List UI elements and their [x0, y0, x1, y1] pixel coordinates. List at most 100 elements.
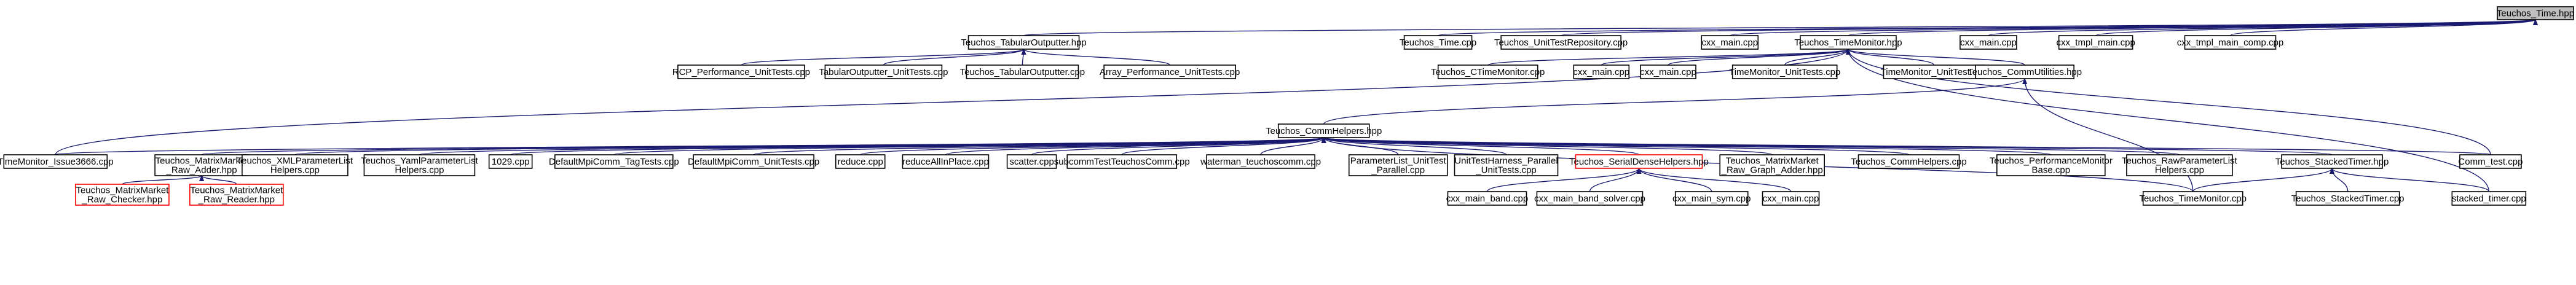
- node-box-mm_raw_adder[interactable]: [154, 154, 249, 176]
- node-serialdense[interactable]: Teuchos_SerialDenseHelpers.hpp: [1569, 154, 1709, 169]
- node-timemonitor_unit1[interactable]: TimeMonitor_UnitTests.cpp: [1729, 64, 1840, 79]
- node-box-timemonitor_hpp[interactable]: [1800, 35, 1897, 50]
- node-subcomm[interactable]: subcommTestTeuchosComm.cpp: [1054, 154, 1190, 169]
- node-box-cxx_main_c[interactable]: [1573, 64, 1630, 79]
- node-box-timemonitor_cpp[interactable]: [2142, 191, 2243, 206]
- node-timemonitor_hpp[interactable]: Teuchos_TimeMonitor.hpp: [1794, 35, 1902, 50]
- node-box-mm_raw_reader[interactable]: [189, 184, 284, 206]
- node-box-cxx_main_sym[interactable]: [1674, 191, 1749, 206]
- node-scatter[interactable]: scatter.cpp: [1006, 154, 1057, 169]
- node-box-commutilities[interactable]: [1975, 64, 2074, 79]
- node-tabular_cpp[interactable]: Teuchos_TabularOutputter.cpp: [960, 64, 1085, 79]
- node-box-time_hpp[interactable]: [2497, 6, 2574, 20]
- node-mm_raw_checker[interactable]: Teuchos_MatrixMarket_Raw_Checker.hpp: [75, 184, 170, 206]
- node-time_hpp[interactable]: Teuchos_Time.hpp: [2497, 6, 2574, 20]
- node-box-subcomm[interactable]: [1066, 154, 1178, 169]
- node-box-cxx_main_band_solver[interactable]: [1536, 191, 1644, 206]
- node-cxx_main_sym[interactable]: cxx_main_sym.cpp: [1672, 191, 1751, 206]
- node-box-tabular_unittests[interactable]: [824, 64, 943, 79]
- node-box-issue3666[interactable]: [3, 154, 108, 169]
- node-box-stackedtimer_hpp[interactable]: [2281, 154, 2383, 169]
- node-mm_graph_adder[interactable]: Teuchos_MatrixMarket_Raw_Graph_Adder.hpp: [1719, 154, 1826, 176]
- node-box-tabular_cpp[interactable]: [966, 64, 1079, 79]
- node-box-rawparam[interactable]: [2126, 154, 2233, 176]
- node-defmpi_unit[interactable]: DefaultMpiComm_UnitTests.cpp: [688, 154, 819, 169]
- node-box-cxx_main_d[interactable]: [1640, 64, 1696, 79]
- node-box-waterman[interactable]: [1206, 154, 1315, 169]
- node-cxx_main_a[interactable]: cxx_main.cpp: [1701, 35, 1759, 50]
- node-box-cxx_main_a[interactable]: [1701, 35, 1759, 50]
- node-box-paramlist_unit[interactable]: [1348, 154, 1448, 176]
- node-timemonitor_unit2[interactable]: TimeMonitor_UnitTest.cpp: [1881, 64, 1988, 79]
- node-box-tabular_hpp[interactable]: [967, 35, 1080, 50]
- node-box-array_perf[interactable]: [1103, 64, 1236, 79]
- node-box-commhelpers_cpp[interactable]: [1857, 154, 1960, 169]
- node-timemonitor_cpp[interactable]: Teuchos_TimeMonitor.cpp: [2139, 191, 2247, 206]
- node-box-stacked_timer[interactable]: [2451, 191, 2527, 206]
- node-reduceallinplace[interactable]: reduceAllInPlace.cpp: [902, 154, 990, 169]
- node-box-time_cpp[interactable]: [1403, 35, 1473, 50]
- node-tabular_unittests[interactable]: TabularOutputter_UnitTests.cpp: [819, 64, 948, 79]
- node-comm_test[interactable]: Comm_test.cpp: [2458, 154, 2523, 169]
- node-tabular_hpp[interactable]: Teuchos_TabularOutputter.hpp: [961, 35, 1087, 50]
- node-box-cxx_main_b[interactable]: [1960, 35, 2017, 50]
- node-box-defmpi_unit[interactable]: [693, 154, 814, 169]
- node-unittest_repo[interactable]: Teuchos_UnitTestRepository.cpp: [1494, 35, 1628, 50]
- node-cxx_main_band[interactable]: cxx_main_band.cpp: [1446, 191, 1528, 206]
- node-box-mm_raw_checker[interactable]: [75, 184, 170, 206]
- node-box-mm_graph_adder[interactable]: [1719, 154, 1826, 176]
- node-box-stackedtimer_cpp[interactable]: [2295, 191, 2400, 206]
- node-box-cxx_tmpl_main[interactable]: [2058, 35, 2133, 50]
- node-ctimemonitor[interactable]: Teuchos_CTimeMonitor.cpp: [1431, 64, 1545, 79]
- node-box-perfmon_base[interactable]: [1996, 154, 2106, 176]
- node-box-defmpi_tag[interactable]: [554, 154, 674, 169]
- node-box-rcp_perf[interactable]: [677, 64, 805, 79]
- node-box-yaml_param[interactable]: [363, 154, 476, 176]
- node-label-xml_param-1: Helpers.cpp: [270, 165, 320, 176]
- node-stackedtimer_hpp[interactable]: Teuchos_StackedTimer.hpp: [2275, 154, 2389, 169]
- node-box-n1029[interactable]: [488, 154, 533, 169]
- node-box-commhelpers_hpp[interactable]: [1277, 123, 1370, 138]
- node-array_perf[interactable]: Array_Performance_UnitTests.cpp: [1100, 64, 1240, 79]
- node-mm_raw_reader[interactable]: Teuchos_MatrixMarket_Raw_Reader.hpp: [189, 184, 284, 206]
- node-commhelpers_hpp[interactable]: Teuchos_CommHelpers.hpp: [1266, 123, 1382, 138]
- node-waterman[interactable]: waterman_teuchoscomm.cpp: [1200, 154, 1321, 169]
- node-cxx_main_band_solver[interactable]: cxx_main_band_solver.cpp: [1534, 191, 1645, 206]
- node-cxx_main_d[interactable]: cxx_main.cpp: [1640, 64, 1696, 79]
- node-mm_raw_adder[interactable]: Teuchos_MatrixMarket_Raw_Adder.hpp: [154, 154, 249, 176]
- node-harness_par[interactable]: UnitTestHarness_Parallel_UnitTests.cpp: [1454, 154, 1559, 176]
- node-box-serialdense[interactable]: [1575, 154, 1703, 169]
- node-cxx_main_e[interactable]: cxx_main.cpp: [1762, 191, 1820, 206]
- node-box-cxx_main_band[interactable]: [1447, 191, 1527, 206]
- node-commhelpers_cpp[interactable]: Teuchos_CommHelpers.cpp: [1851, 154, 1967, 169]
- node-reduce[interactable]: reduce.cpp: [835, 154, 886, 169]
- node-box-cxx_tmpl_main_comp[interactable]: [2184, 35, 2277, 50]
- node-stacked_timer[interactable]: stacked_timer.cpp: [2451, 191, 2527, 206]
- node-box-comm_test[interactable]: [2459, 154, 2522, 169]
- node-box-timemonitor_unit1[interactable]: [1731, 64, 1838, 79]
- node-issue3666[interactable]: TimeMonitor_Issue3666.cpp: [0, 154, 114, 169]
- node-paramlist_unit[interactable]: ParameterList_UnitTest_Parallel.cpp: [1348, 154, 1448, 176]
- node-rcp_perf[interactable]: RCP_Performance_UnitTests.cpp: [672, 64, 810, 79]
- node-box-unittest_repo[interactable]: [1500, 35, 1621, 50]
- node-defmpi_tag[interactable]: DefaultMpiComm_TagTests.cpp: [549, 154, 679, 169]
- node-box-harness_par[interactable]: [1454, 154, 1559, 176]
- node-stackedtimer_cpp[interactable]: Teuchos_StackedTimer.cpp: [2291, 191, 2405, 206]
- node-box-cxx_main_e[interactable]: [1762, 191, 1820, 206]
- node-box-scatter[interactable]: [1006, 154, 1057, 169]
- node-cxx_tmpl_main[interactable]: cxx_tmpl_main.cpp: [2056, 35, 2135, 50]
- node-commutilities[interactable]: Teuchos_CommUtilities.hpp: [1967, 64, 2082, 79]
- node-time_cpp[interactable]: Teuchos_Time.cpp: [1400, 35, 1476, 50]
- node-box-ctimemonitor[interactable]: [1437, 64, 1538, 79]
- node-cxx_tmpl_main_comp[interactable]: cxx_tmpl_main_comp.cpp: [2177, 35, 2283, 50]
- node-box-reduceallinplace[interactable]: [902, 154, 990, 169]
- node-box-reduce[interactable]: [835, 154, 886, 169]
- node-cxx_main_b[interactable]: cxx_main.cpp: [1960, 35, 2017, 50]
- node-n1029[interactable]: 1029.cpp: [488, 154, 533, 169]
- node-box-xml_param[interactable]: [242, 154, 349, 176]
- node-cxx_main_c[interactable]: cxx_main.cpp: [1573, 64, 1630, 79]
